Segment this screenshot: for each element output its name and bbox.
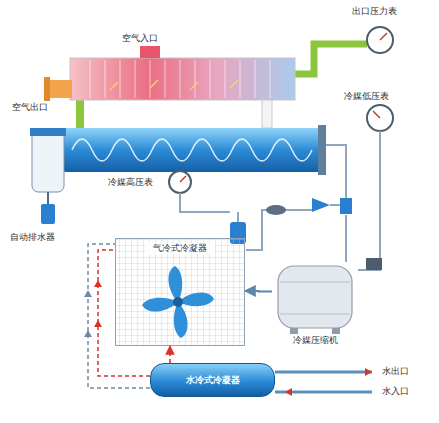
refrigerant-pipe (358, 131, 380, 270)
fan-blade (168, 266, 182, 302)
connector-tube (262, 100, 272, 128)
pipe-connector (169, 346, 171, 363)
tank-body (278, 266, 352, 328)
pressure-gauge (367, 27, 393, 53)
condenser-grid (115, 238, 245, 346)
fan-blade (178, 292, 214, 306)
water-pipe (275, 371, 372, 374)
outlet-flange (44, 77, 50, 101)
refrigerant-pipe (237, 212, 239, 222)
part-label: 自动排水器 (10, 232, 55, 243)
water-separator (32, 130, 64, 192)
air-pipe (76, 98, 84, 132)
tank-foot (332, 328, 340, 334)
flow-arrow (84, 290, 92, 337)
pressure-gauge (169, 171, 191, 193)
gauge-needle (373, 111, 380, 118)
flow-arrow (285, 388, 292, 396)
flow-arrow (110, 80, 238, 90)
separator-cap (30, 128, 66, 136)
fan-hub (173, 297, 183, 307)
coil (72, 139, 312, 161)
end-cap (318, 125, 326, 175)
air-inlet-pipe (140, 46, 160, 58)
water-cooled-condenser: 水冷式冷凝器 (150, 363, 275, 397)
part-label: 水入口 (382, 386, 409, 397)
dashed-line (98, 250, 150, 376)
part-label: 冷媒高压表 (108, 177, 153, 188)
compressor-tank: 冷媒压缩机 (272, 262, 358, 346)
refrigerant-pipe (180, 193, 230, 212)
node-label: 水冷式冷凝器 (186, 375, 240, 386)
auto-drain (41, 204, 55, 224)
part-label: 出口压力表 (352, 6, 397, 17)
fan-blade (142, 298, 178, 312)
pipe-connector (245, 290, 272, 292)
fan-blade (174, 302, 188, 338)
refrigerant-pipe (246, 210, 312, 250)
node-label: 气冷式冷凝器 (145, 243, 215, 254)
node-label: 冷媒压缩机 (272, 335, 358, 346)
tank-seam (280, 282, 350, 314)
tank-foot (290, 328, 298, 334)
fan (142, 266, 214, 338)
valve (340, 198, 352, 214)
flow-arrow (94, 280, 102, 327)
part-label: 空气出口 (12, 102, 48, 113)
gauge-needle (380, 33, 387, 40)
pre-cooler (70, 58, 295, 100)
expansion-valve (312, 198, 330, 212)
pressure-gauge (367, 105, 393, 131)
air-cooled-condenser: 气冷式冷凝器 (115, 238, 245, 346)
part-label: 空气入口 (122, 33, 158, 44)
part-label: 水出口 (382, 366, 409, 377)
switch (366, 258, 382, 270)
filter (266, 205, 286, 215)
evaporator (60, 128, 325, 172)
gauge-needle (180, 176, 186, 182)
tank-outline (272, 262, 358, 346)
fin-lines (90, 60, 270, 98)
refrigerant-pipe (326, 145, 346, 198)
drain-pipe (47, 192, 49, 204)
part-label: 冷媒低压表 (344, 91, 389, 102)
flow-arrow (365, 368, 372, 376)
air-outlet-pipe (48, 80, 72, 98)
air-pipe (292, 44, 367, 74)
dashed-line (88, 244, 150, 388)
